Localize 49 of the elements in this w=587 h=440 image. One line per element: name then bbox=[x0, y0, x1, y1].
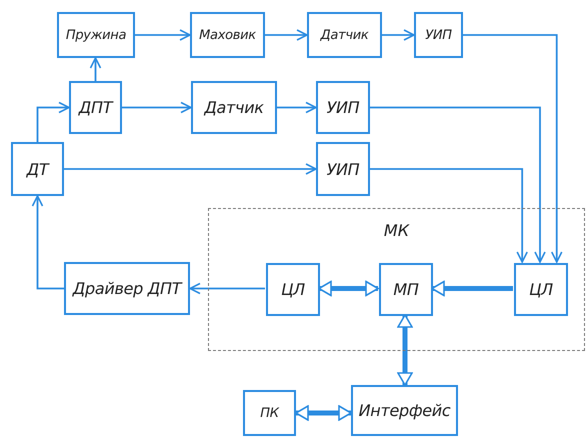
block-label: Датчик bbox=[320, 28, 368, 42]
group-label: МК bbox=[384, 221, 410, 240]
arrow bbox=[64, 163, 317, 175]
block-box bbox=[64, 262, 190, 315]
arrow bbox=[36, 102, 70, 142]
block-label: ДПТ bbox=[78, 98, 112, 117]
block-label: МП bbox=[393, 280, 419, 299]
arrow bbox=[382, 29, 415, 41]
block-label: ПК bbox=[260, 406, 279, 420]
bus-arrow bbox=[318, 280, 379, 296]
arrow bbox=[189, 282, 265, 294]
block-label: Пружина bbox=[66, 28, 126, 42]
arrow bbox=[122, 102, 192, 114]
block-box bbox=[514, 263, 568, 316]
arrow bbox=[90, 57, 102, 81]
block-box bbox=[414, 12, 463, 58]
block-box bbox=[191, 81, 277, 134]
block-label: УИП bbox=[425, 28, 452, 42]
block-box bbox=[316, 142, 370, 196]
block-label: Интерфейс bbox=[358, 401, 450, 420]
block-label: ЦЛ bbox=[281, 280, 305, 299]
block-box bbox=[379, 263, 433, 316]
bus-arrow bbox=[431, 280, 513, 296]
block-label: ЦЛ bbox=[529, 280, 553, 299]
block-box bbox=[190, 12, 265, 58]
block-box bbox=[307, 12, 382, 58]
block-label: Маховик bbox=[199, 28, 256, 42]
arrow bbox=[277, 102, 317, 114]
block-box bbox=[57, 12, 135, 58]
block-box bbox=[11, 142, 64, 196]
bus-arrow bbox=[295, 405, 352, 421]
block-label: Драйвер ДПТ bbox=[72, 279, 182, 298]
bus-arrow bbox=[397, 314, 413, 386]
arrow bbox=[32, 195, 64, 290]
block-box bbox=[243, 390, 296, 436]
dashed-group-boundary bbox=[208, 208, 585, 351]
arrow bbox=[135, 29, 191, 41]
block-box bbox=[316, 81, 370, 134]
block-label: Датчик bbox=[204, 98, 264, 117]
block-label: УИП bbox=[326, 160, 360, 178]
arrow bbox=[370, 106, 546, 263]
arrow bbox=[265, 29, 308, 41]
block-label: ДТ bbox=[26, 160, 48, 178]
arrow bbox=[370, 168, 528, 263]
block-label: УИП bbox=[326, 98, 360, 117]
block-box bbox=[69, 81, 122, 134]
arrow bbox=[463, 34, 563, 263]
block-box bbox=[351, 385, 458, 436]
block-box bbox=[266, 263, 320, 316]
